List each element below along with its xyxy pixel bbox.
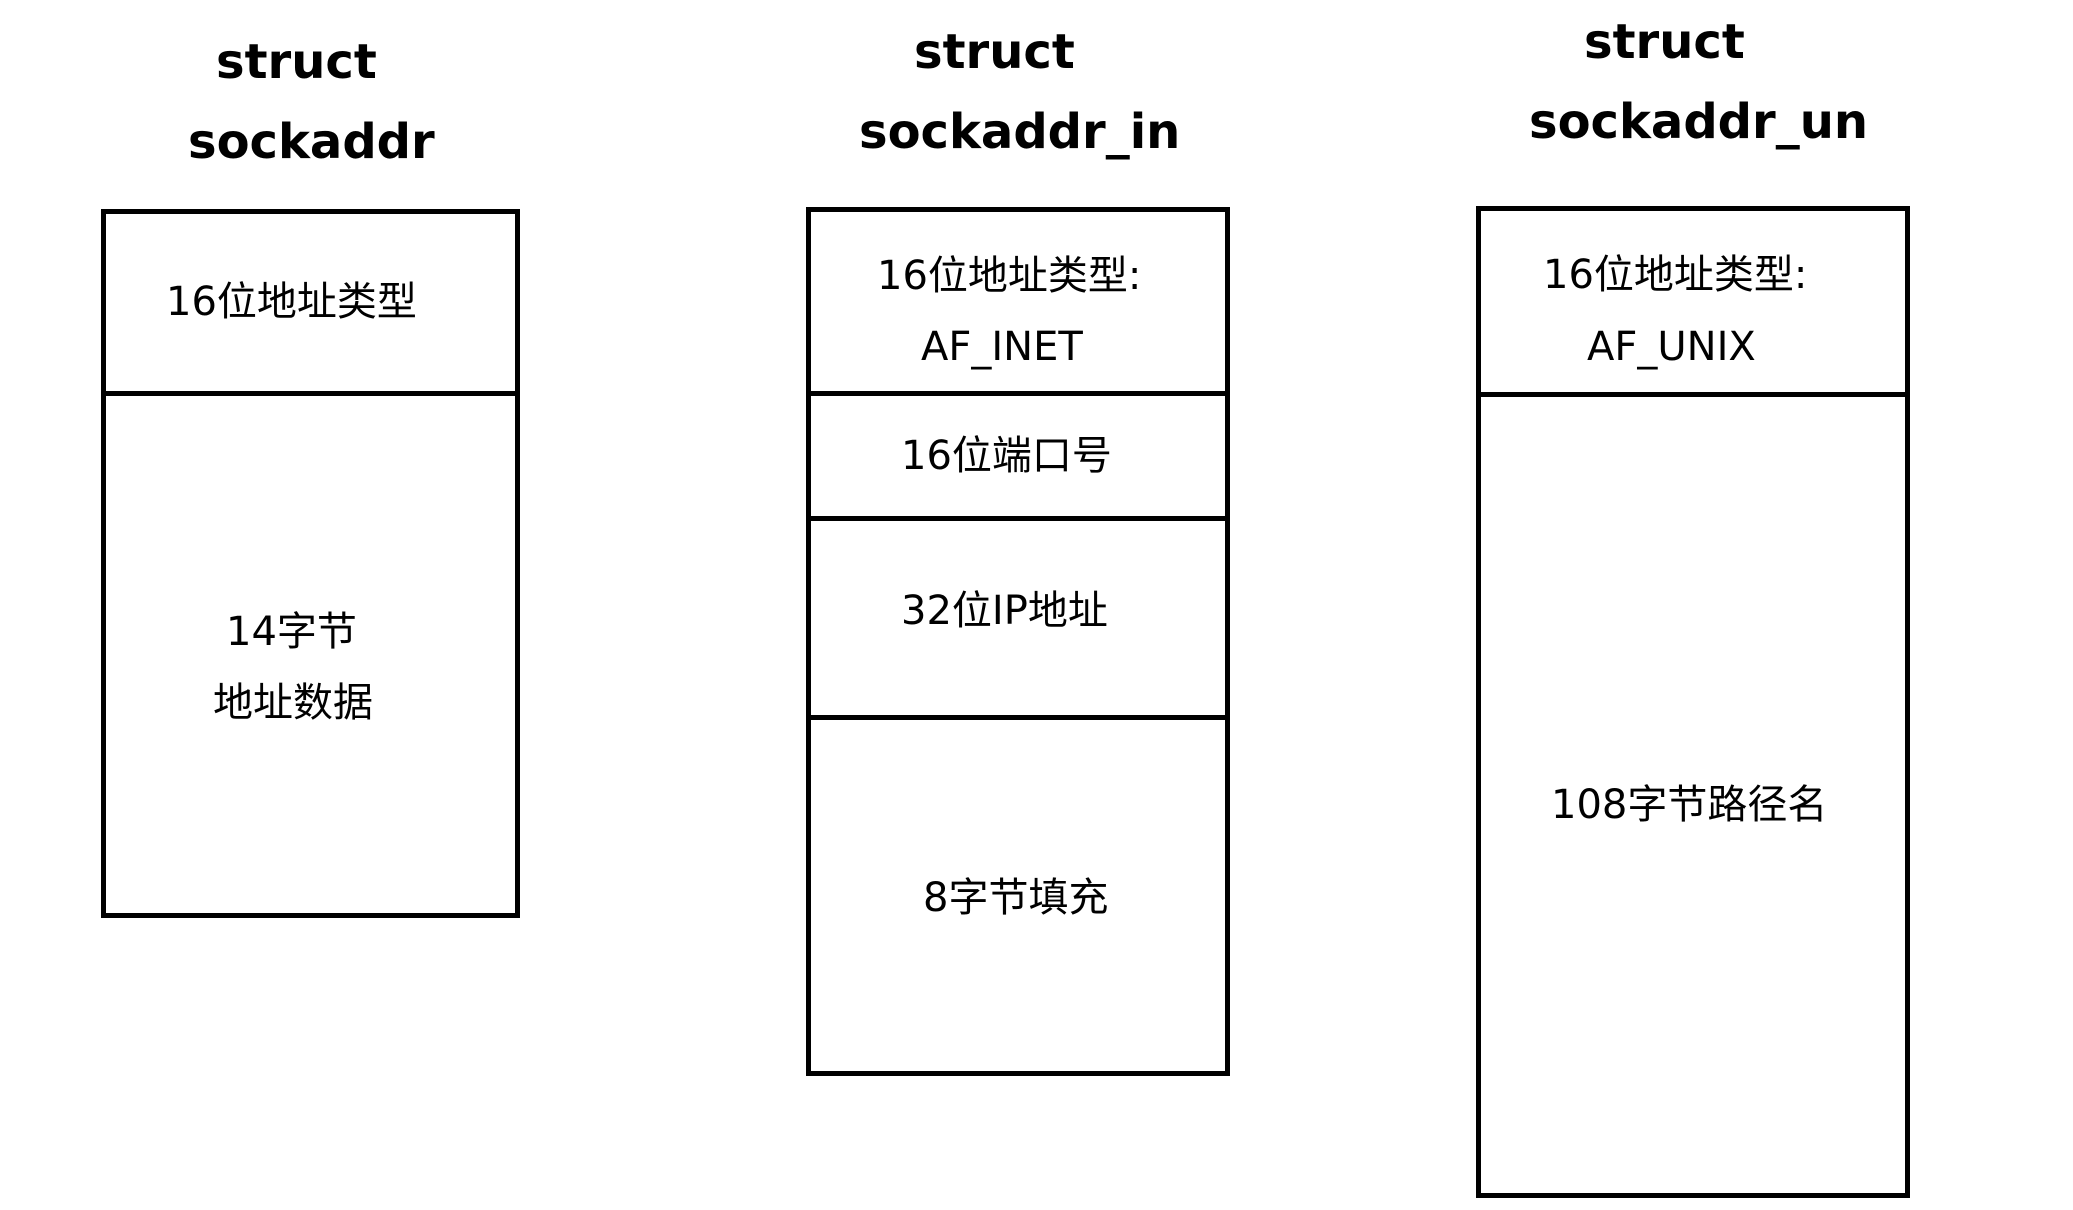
sockaddr-in-field-family-label-line1: 16位地址类型:	[877, 253, 1142, 299]
sockaddr-un-title-line2: sockaddr_un	[1529, 94, 1869, 150]
sockaddr-field-data-label-line1: 14字节	[226, 609, 357, 655]
sockaddr-in-field-padding: 8字节填充	[811, 715, 1225, 1071]
sockaddr-in-struct-box: 16位地址类型: AF_INET 16位端口号 32位IP地址 8字节填充	[806, 207, 1230, 1076]
sockaddr-in-field-ip: 32位IP地址	[811, 516, 1225, 715]
sockaddr-un-field-path: 108字节路径名	[1481, 392, 1905, 1193]
sockaddr-in-title-line1: struct	[914, 24, 1075, 80]
sockaddr-un-field-path-label: 108字节路径名	[1551, 782, 1828, 828]
sockaddr-in-field-family: 16位地址类型: AF_INET	[811, 212, 1225, 391]
sockaddr-field-family-label: 16位地址类型	[166, 279, 417, 325]
sockaddr-field-data-label-line2: 地址数据	[213, 680, 373, 726]
sockaddr-field-family: 16位地址类型	[106, 214, 515, 391]
sockaddr-title-line1: struct	[216, 34, 377, 90]
sockaddr-in-field-family-label-line2: AF_INET	[921, 324, 1083, 370]
sockaddr-un-field-family: 16位地址类型: AF_UNIX	[1481, 211, 1905, 392]
sockaddr-struct-box: 16位地址类型 14字节 地址数据	[101, 209, 520, 918]
sockaddr-in-field-port: 16位端口号	[811, 391, 1225, 516]
sockaddr-un-field-family-label-line1: 16位地址类型:	[1543, 252, 1808, 298]
sockaddr-un-title-line1: struct	[1584, 14, 1745, 70]
sockaddr-in-field-padding-label: 8字节填充	[923, 875, 1109, 921]
sockaddr-title-line2: sockaddr	[188, 114, 435, 170]
sockaddr-field-data: 14字节 地址数据	[106, 391, 515, 913]
sockaddr-un-field-family-label-line2: AF_UNIX	[1587, 324, 1756, 370]
sockaddr-in-field-ip-label: 32位IP地址	[901, 588, 1108, 634]
sockaddr-un-struct-box: 16位地址类型: AF_UNIX 108字节路径名	[1476, 206, 1910, 1198]
sockaddr-in-title-line2: sockaddr_in	[859, 104, 1181, 160]
sockaddr-in-field-port-label: 16位端口号	[901, 433, 1112, 479]
